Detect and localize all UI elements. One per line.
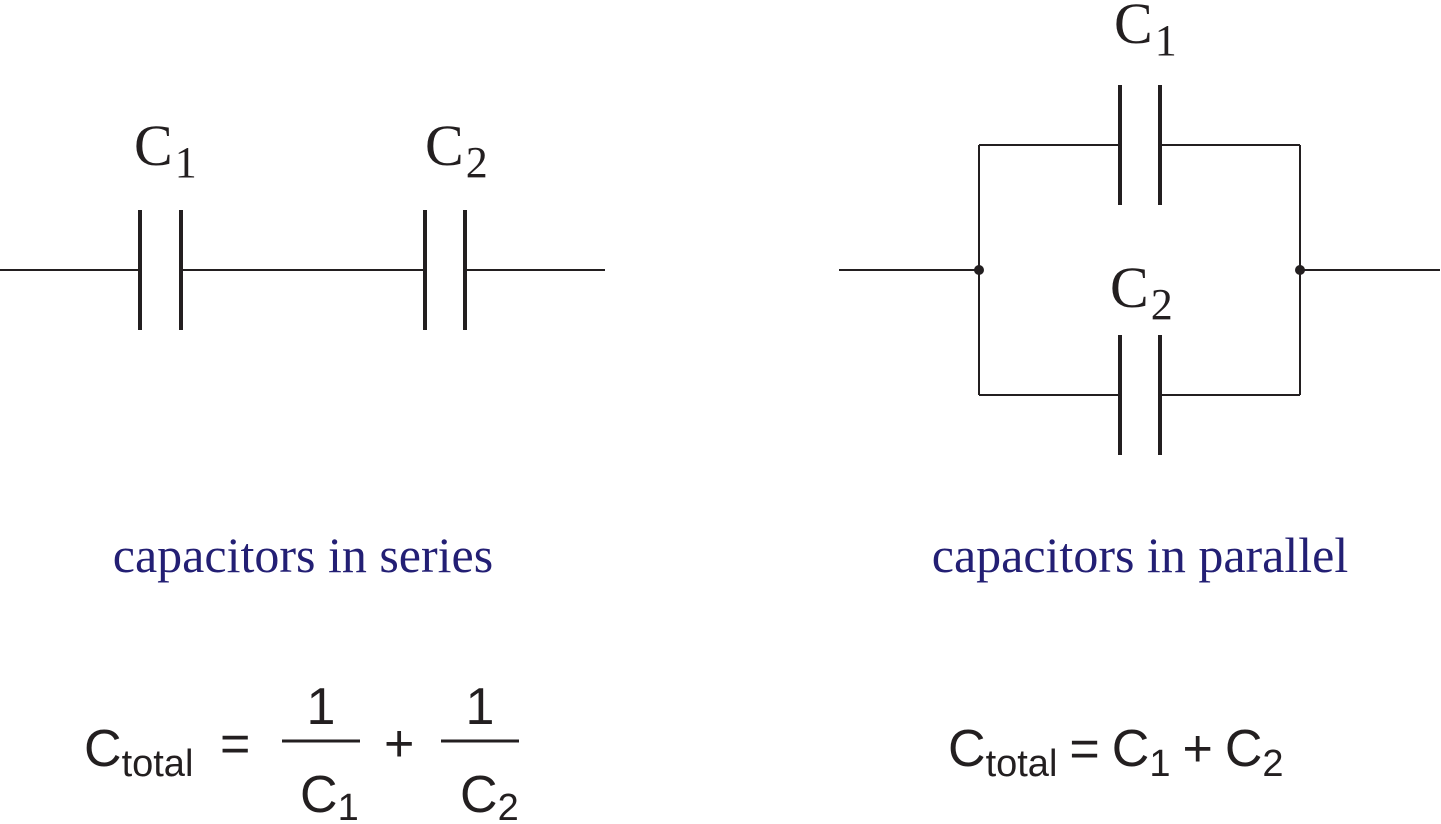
series-frac2-denominator: C2 [460, 766, 519, 824]
parallel-c1-label: C1 [1114, 0, 1177, 65]
series-c2-label: C2 [425, 113, 488, 187]
series-frac2-numerator: 1 [466, 678, 495, 736]
series-formula-equals: = [220, 715, 250, 773]
series-frac1-numerator: 1 [307, 678, 336, 736]
series-caption: capacitors in series [113, 527, 493, 583]
parallel-caption: capacitors in parallel [932, 527, 1348, 583]
parallel-formula: Ctotal=C1+C2 [948, 720, 1284, 785]
series-formula: Ctotal = 1 C1 + 1 C2 [84, 678, 519, 824]
parallel-junction-left [974, 265, 984, 275]
series-circuit: C1 C2 capacitors in series Ctotal = 1 C1… [0, 113, 605, 824]
parallel-circuit: C1 C2 capacitors in parallel Ctotal=C1+C… [839, 0, 1440, 785]
series-frac1-denominator: C1 [300, 766, 359, 824]
series-c1-label: C1 [134, 113, 197, 187]
parallel-junction-right [1295, 265, 1305, 275]
parallel-c2-label: C2 [1110, 255, 1173, 329]
series-formula-plus: + [384, 715, 414, 773]
series-formula-lhs: Ctotal [84, 720, 193, 785]
